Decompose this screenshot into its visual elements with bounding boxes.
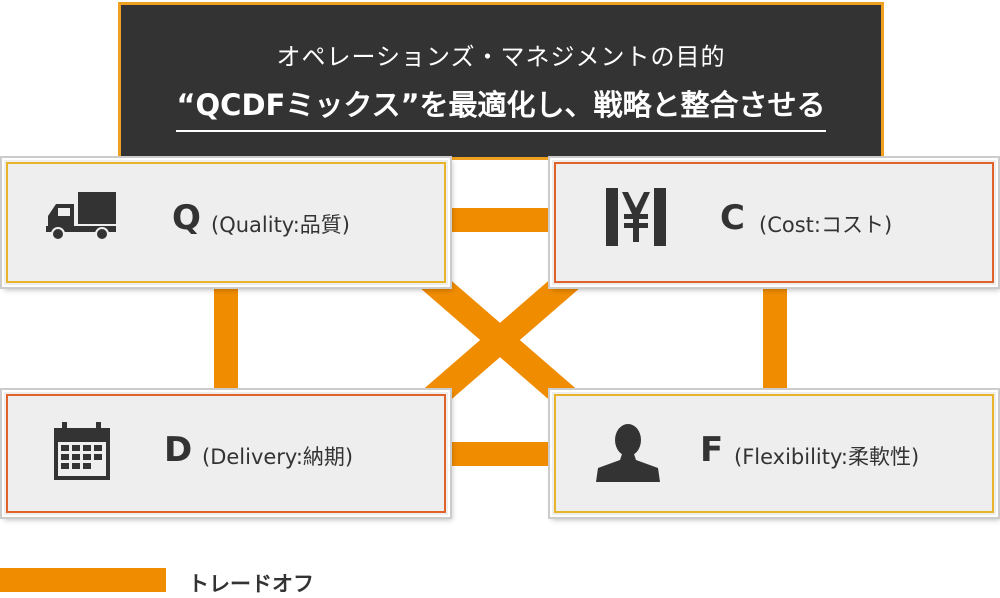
box-quality: Q (Quality:品質) [2, 158, 450, 287]
header-subtitle: オペレーションズ・マネジメントの目的 [276, 43, 726, 71]
legend-label: トレードオフ [188, 572, 314, 596]
legend-swatch [0, 568, 166, 592]
yen-icon [606, 188, 666, 246]
quality-letter: Q [172, 198, 201, 238]
cost-letter: C [720, 198, 745, 238]
flexibility-label: (Flexibility:柔軟性) [734, 445, 920, 469]
header-headline: “QCDFミックス”を最適化し、戦略と整合させる [176, 82, 826, 132]
cost-label: (Cost:コスト) [759, 213, 893, 237]
box-flexibility: F (Flexibility:柔軟性) [550, 390, 998, 517]
delivery-letter: D [164, 430, 193, 470]
connector-bottom [440, 442, 560, 466]
person-icon [596, 424, 660, 482]
box-delivery: D (Delivery:納期) [2, 390, 450, 517]
flexibility-letter: F [700, 430, 724, 470]
delivery-label: (Delivery:納期) [202, 445, 354, 469]
connector-right [763, 280, 787, 392]
box-cost: C (Cost:コスト) [550, 158, 998, 287]
connector-left [214, 280, 238, 392]
objective-header: オペレーションズ・マネジメントの目的 “QCDFミックス”を最適化し、戦略と整合… [118, 2, 884, 160]
quality-label: (Quality:品質) [211, 213, 350, 237]
truck-icon [46, 192, 116, 241]
connector-top [440, 208, 560, 232]
calendar-icon [54, 422, 110, 480]
